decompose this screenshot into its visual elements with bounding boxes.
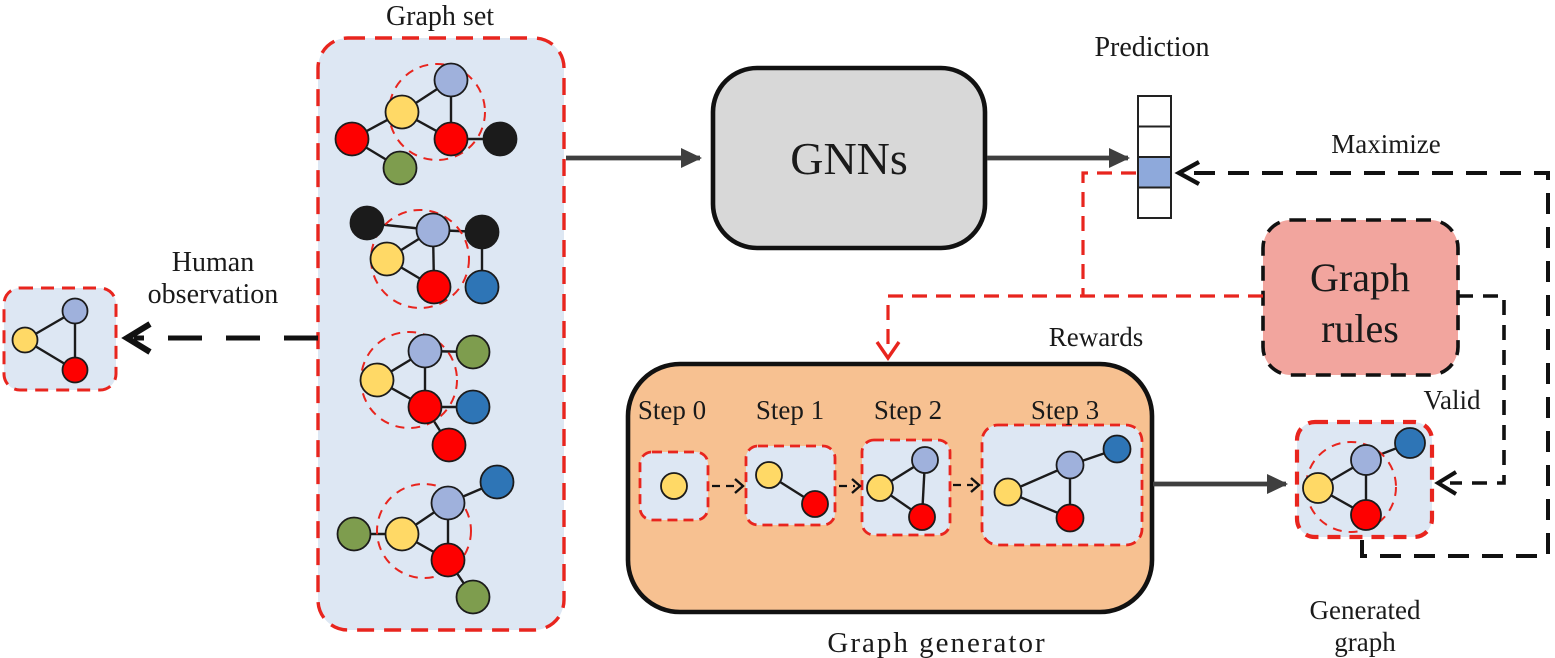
motif-highlight-circle xyxy=(370,209,470,309)
step2-label: Step 2 xyxy=(874,395,942,425)
graph-node-yellow xyxy=(866,474,894,502)
graph-node-periwinkle xyxy=(407,333,443,369)
graph-node-yellow xyxy=(369,241,405,277)
graph-node-red xyxy=(431,427,467,463)
rewards-label: Rewards xyxy=(1049,322,1143,352)
graph-node-periwinkle xyxy=(415,212,451,248)
graph-set-label: Graph set xyxy=(386,1,494,32)
generated-graph-label-line2: graph xyxy=(1334,627,1396,657)
step3-graph xyxy=(993,434,1132,533)
step0-label: Step 0 xyxy=(638,395,706,425)
graph-node-blue xyxy=(464,269,500,305)
prediction-cell xyxy=(1137,95,1172,128)
prediction-label: Prediction xyxy=(1094,32,1209,63)
graph-node-red xyxy=(61,356,89,384)
arrowhead-maximize xyxy=(1174,160,1201,186)
graph-node-red xyxy=(908,503,936,531)
arrowhead-step1 xyxy=(734,478,745,494)
graph-node-yellow xyxy=(384,516,420,552)
graph-node-olive xyxy=(455,334,491,370)
step1-label: Step 1 xyxy=(756,395,824,425)
step3-label: Step 3 xyxy=(1031,395,1099,425)
graph-node-black xyxy=(464,214,500,250)
graph-node-yellow xyxy=(11,326,39,354)
graph-node-periwinkle xyxy=(61,297,89,325)
graph-node-yellow xyxy=(384,94,420,130)
valid-label: Valid xyxy=(1424,385,1481,415)
graph-set-graph-1 xyxy=(334,62,518,186)
graph-node-periwinkle xyxy=(1350,444,1382,476)
graph-node-red xyxy=(334,121,370,157)
graph-node-olive xyxy=(455,579,491,615)
arrowhead-step3 xyxy=(970,477,981,493)
graph-node-periwinkle xyxy=(911,446,939,474)
graph-node-red xyxy=(801,490,829,518)
human-observation-label-line2: observation xyxy=(148,279,279,310)
graph-node-red xyxy=(430,542,466,578)
graph-node-blue xyxy=(455,389,491,425)
step1-graph xyxy=(755,461,829,518)
graph-rules-label-line1: Graph xyxy=(1310,255,1410,300)
prediction-cell-highlighted xyxy=(1137,156,1172,189)
maximize-label: Maximize xyxy=(1331,129,1440,159)
graph-node-yellow xyxy=(1302,472,1334,504)
gnns-label: GNNs xyxy=(790,133,908,184)
graph-rules-label-line2: rules xyxy=(1321,306,1399,351)
graph-node-red xyxy=(433,121,469,157)
arrowhead-valid xyxy=(1434,470,1458,496)
graph-generator-label: Graph generator xyxy=(827,627,1046,658)
step2-graph xyxy=(866,446,939,531)
prediction-vector xyxy=(1137,95,1172,219)
graph-node-red xyxy=(407,389,443,425)
prediction-cell xyxy=(1137,186,1172,219)
generated-graph-label-line1: Generated xyxy=(1310,595,1421,625)
graph-node-red xyxy=(1055,503,1085,533)
generated-graph xyxy=(1302,427,1426,533)
graph-node-blue xyxy=(479,464,515,500)
motif-highlight-circle xyxy=(1305,441,1397,533)
rewards-path xyxy=(886,294,1263,352)
arrowhead-rewards xyxy=(875,341,901,362)
graph-node-black xyxy=(482,121,518,157)
graph-set-graph-4 xyxy=(336,464,515,615)
rewards-branch-to-prediction xyxy=(1081,171,1136,296)
graph-node-blue xyxy=(1102,434,1132,464)
graph-node-blue xyxy=(1394,427,1426,459)
step0-graph xyxy=(660,472,688,500)
graph-node-yellow xyxy=(660,472,688,500)
motif-highlight-circle xyxy=(376,483,472,579)
graph-node-yellow xyxy=(359,362,395,398)
graph-node-red xyxy=(416,269,452,305)
observed-graph xyxy=(11,297,89,384)
valid-path xyxy=(1450,294,1506,485)
graph-node-yellow xyxy=(993,477,1023,507)
maximize-feedback-path xyxy=(1188,171,1550,558)
graph-node-black xyxy=(349,205,385,241)
arrowhead-human-observation xyxy=(121,321,152,355)
graph-node-periwinkle xyxy=(433,62,469,98)
arrowhead-step2 xyxy=(851,478,862,494)
graph-node-yellow xyxy=(755,461,783,489)
graph-node-olive xyxy=(382,150,418,186)
graph-node-olive xyxy=(336,516,372,552)
prediction-cell xyxy=(1137,125,1172,158)
gnns-box xyxy=(710,65,988,251)
human-observation-label-line1: Human xyxy=(172,247,254,278)
graph-set-graph-3 xyxy=(359,331,491,463)
graph-node-periwinkle xyxy=(430,485,466,521)
graph-node-red xyxy=(1350,499,1382,531)
graph-node-periwinkle xyxy=(1055,450,1085,480)
graph-set-graph-2 xyxy=(349,205,500,309)
